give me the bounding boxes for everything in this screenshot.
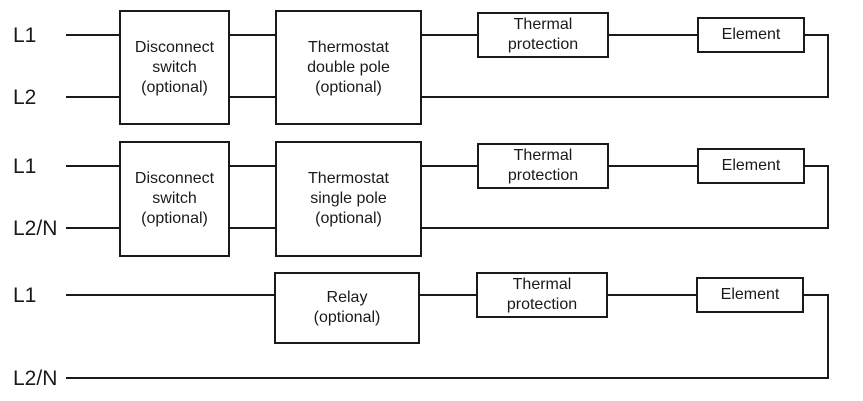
d2-thermostat-label: Thermostat single pole (optional) <box>308 170 389 227</box>
d3-element-box <box>696 277 804 313</box>
d1-terminal-l2: L2 <box>13 86 37 109</box>
d3-relay-label: Relay (optional) <box>313 289 381 326</box>
d1-thermostat-box <box>275 10 422 125</box>
d1-thermal-label: Thermal protection <box>507 16 579 53</box>
d1-element-label: Element <box>721 26 781 43</box>
d2-element-label: Element <box>721 157 781 174</box>
d2-terminal-l2n: L2/N <box>13 217 58 240</box>
d2-thermostat-box <box>275 141 422 257</box>
d2-disconnect-box <box>119 141 230 257</box>
d2-thermal-box <box>477 143 609 189</box>
d3-element-label: Element <box>720 286 780 303</box>
d1-return-wire <box>421 34 829 98</box>
d3-return-wire <box>66 294 829 379</box>
d1-disconnect-box <box>119 10 230 125</box>
d1-disconnect-label: Disconnect switch (optional) <box>134 38 215 96</box>
d3-terminal-l1: L1 <box>13 284 37 307</box>
d3-thermal-label: Thermal protection <box>506 276 578 313</box>
d2-terminal-l1: L1 <box>13 155 37 178</box>
d1-terminal-l1: L1 <box>13 24 37 47</box>
d1-thermostat-label: Thermostat double pole (optional) <box>307 38 390 96</box>
d3-thermal-box <box>476 272 608 318</box>
d2-element-box <box>697 148 805 184</box>
d2-disconnect-label: Disconnect switch (optional) <box>134 170 215 227</box>
d2-return-wire <box>421 165 829 229</box>
d1-element-box <box>697 17 805 53</box>
d3-terminal-l2n: L2/N <box>13 367 58 390</box>
d1-thermal-box <box>477 12 609 58</box>
d3-relay-box <box>274 272 420 344</box>
d2-thermal-label: Thermal protection <box>507 147 579 184</box>
